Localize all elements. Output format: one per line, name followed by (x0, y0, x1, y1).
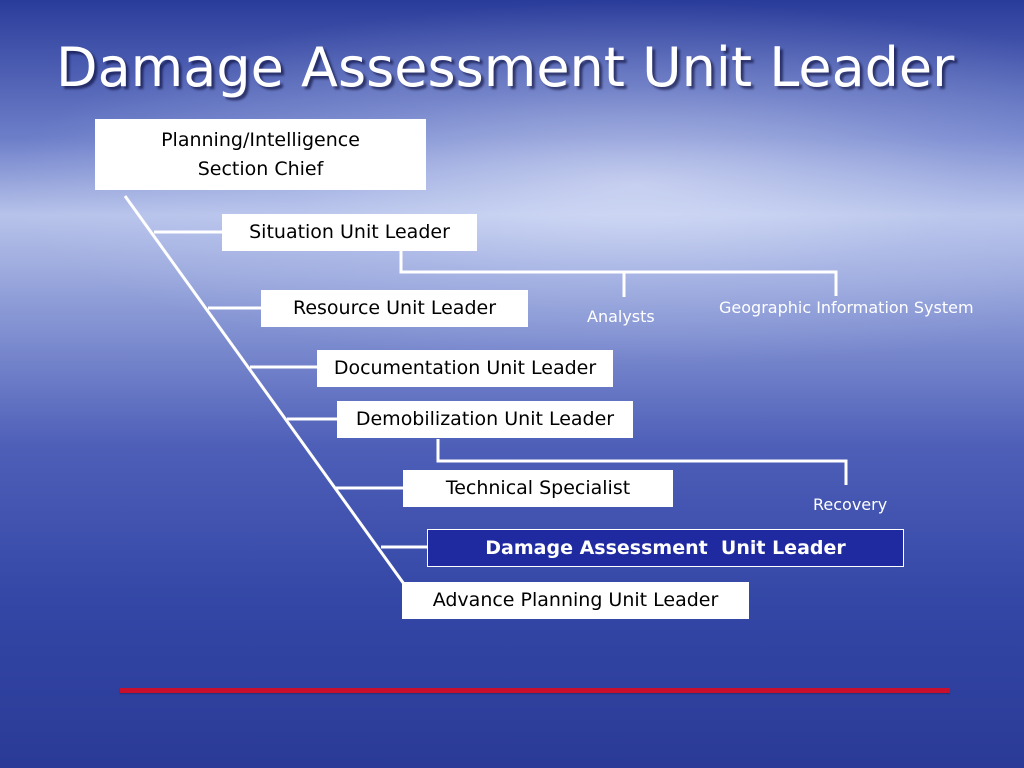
node-advance-planning-unit-leader: Advance Planning Unit Leader (402, 582, 749, 619)
node-demobilization-unit-leader: Demobilization Unit Leader (337, 401, 633, 438)
node-advance-label: Advance Planning Unit Leader (432, 589, 719, 611)
node-damage-label: Damage Assessment Unit Leader (485, 536, 846, 559)
label-gis: Geographic Information System (719, 298, 974, 317)
slide-title: Damage Assessment Unit Leader (56, 36, 955, 99)
node-situation-unit-leader: Situation Unit Leader (222, 214, 477, 251)
label-analysts: Analysts (587, 307, 655, 326)
node-planning-chief: Planning/Intelligence Section Chief (95, 119, 426, 190)
node-resource-unit-leader: Resource Unit Leader (261, 290, 528, 327)
situation-sub-connector (399, 251, 838, 296)
node-technical-specialist: Technical Specialist (403, 470, 673, 507)
demobilization-sub-connector (436, 439, 848, 485)
node-planning-chief-label: Planning/Intelligence Section Chief (161, 128, 360, 180)
node-technical-label: Technical Specialist (445, 477, 631, 499)
label-recovery: Recovery (813, 495, 888, 514)
node-demobilization-label: Demobilization Unit Leader (355, 408, 615, 430)
node-documentation-label: Documentation Unit Leader (333, 357, 597, 379)
main-diagonal-line (123, 195, 406, 585)
node-situation-label: Situation Unit Leader (249, 221, 450, 243)
bottom-rule (120, 688, 950, 693)
node-damage-assessment-unit-leader: Damage Assessment Unit Leader (427, 529, 904, 567)
node-documentation-unit-leader: Documentation Unit Leader (317, 350, 613, 387)
node-resource-label: Resource Unit Leader (292, 297, 497, 319)
